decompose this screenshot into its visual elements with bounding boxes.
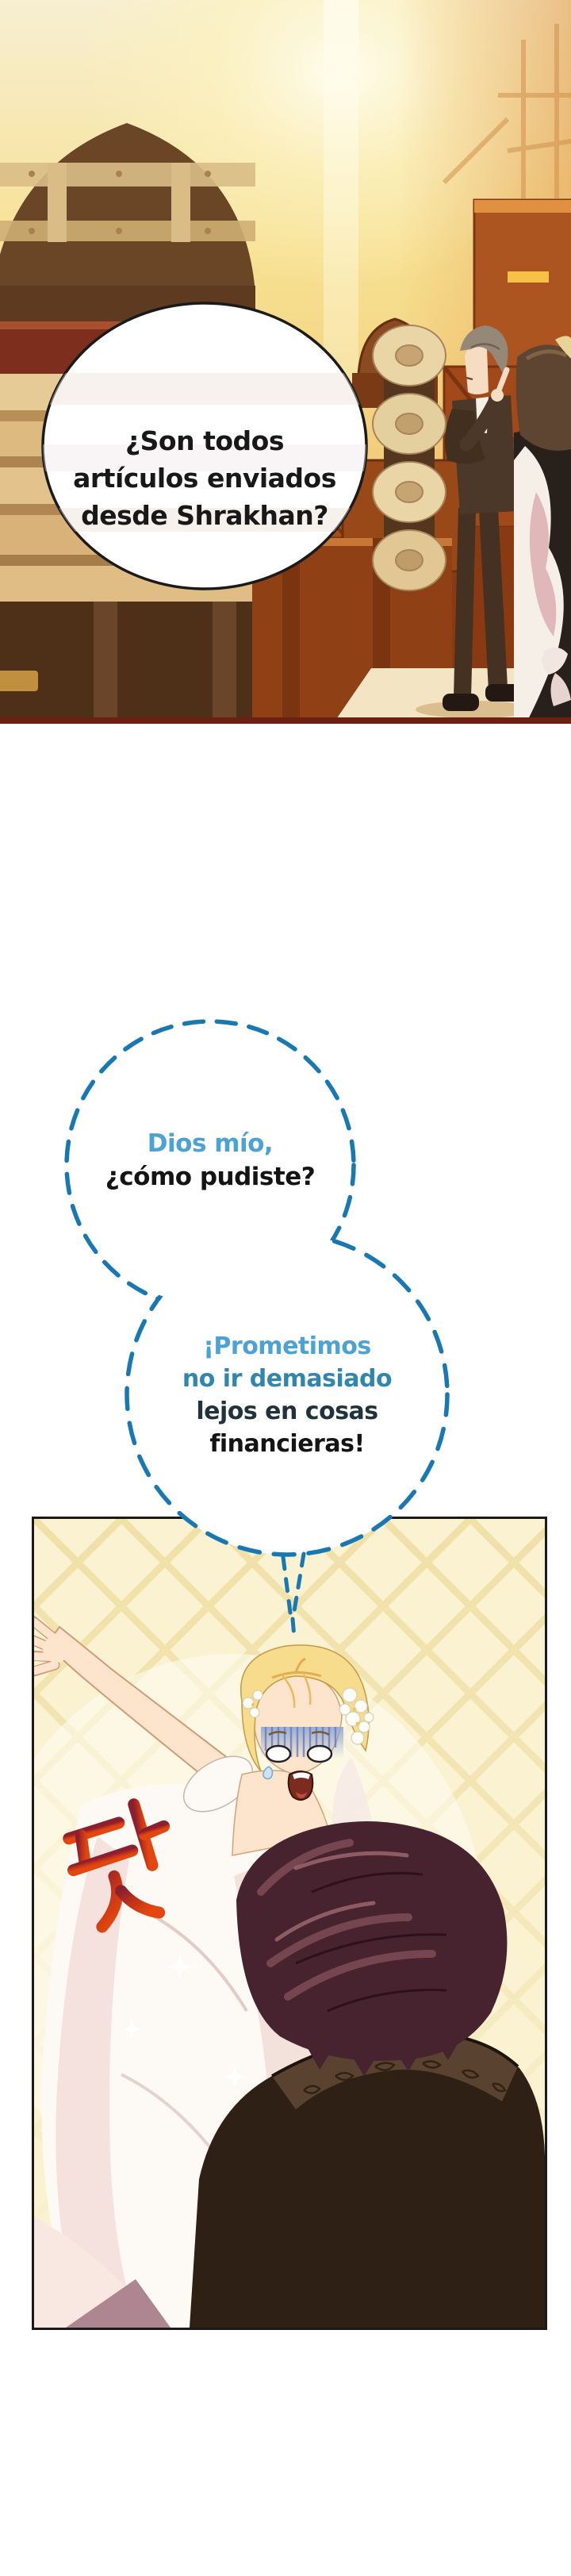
- panel-border-bottom: [0, 717, 571, 724]
- thought-line: no ir demasiado: [182, 1365, 393, 1393]
- merchant-figure: [443, 325, 523, 711]
- thought-bubble-group: [0, 984, 571, 1643]
- thought-bubble-art: [64, 1019, 450, 1640]
- bride-arm: [34, 1615, 247, 1800]
- warehouse-scene-art: [0, 0, 571, 724]
- thought-line: financieras!: [209, 1430, 365, 1458]
- thought-line: Dios mío,: [147, 1129, 274, 1158]
- speech-line: desde Shrakhan?: [81, 500, 328, 531]
- thought-bubble-1-text: Dios mío, ¿cómo pudiste?: [52, 1127, 369, 1194]
- speech-bubble-text: ¿Son todos artículos enviados desde Shra…: [46, 422, 363, 534]
- hair-flowers: [242, 1687, 374, 1745]
- spool-stack: [372, 325, 446, 591]
- thought-bubble-2-text: ¡Prometimos no ir demasiado lejos en cos…: [128, 1330, 446, 1460]
- groom-figure: [190, 1821, 545, 2328]
- speech-line: ¿Son todos: [125, 425, 284, 456]
- bride-face: [240, 1644, 374, 1801]
- speech-line: artículos enviados: [73, 463, 336, 494]
- impact-sfx: [63, 1798, 171, 1933]
- bride-scene-art: [34, 1519, 545, 2328]
- maid-figure: [514, 336, 571, 724]
- thought-line: lejos en cosas: [196, 1398, 378, 1425]
- panel-warehouse-scene: [0, 0, 571, 724]
- thought-bubble-tail: [281, 1551, 306, 1640]
- sweat-drop: [263, 1766, 274, 1780]
- thought-line: ¿cómo pudiste?: [105, 1163, 316, 1191]
- speech-bubble: [41, 302, 368, 590]
- thought-line: ¡Prometimos: [203, 1332, 371, 1360]
- scaffold-silhouette: [442, 24, 571, 198]
- panel-bride-scene: 팟: [32, 1517, 547, 2330]
